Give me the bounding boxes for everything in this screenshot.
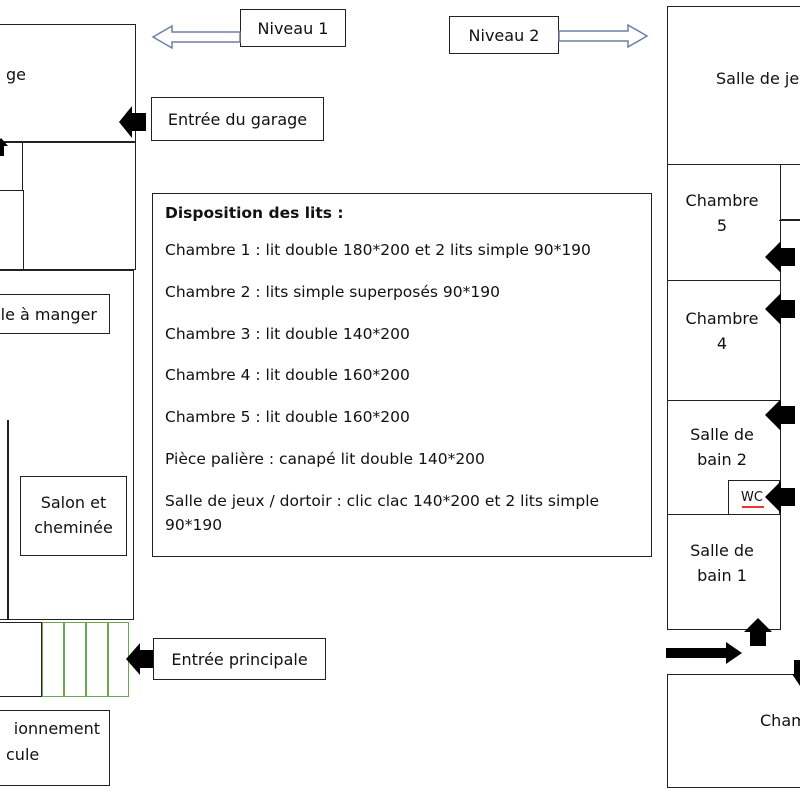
- dining-room-label: le à manger: [0, 294, 110, 334]
- niveau1-label: Niveau 1: [240, 9, 346, 47]
- main-entry-label: Entrée principale: [153, 638, 326, 680]
- garage-entry-arrow: [119, 106, 146, 138]
- bain1-room: [667, 514, 781, 630]
- niveau1-text: Niveau 1: [257, 18, 329, 38]
- chambre5-label: Chambre 5: [685, 191, 759, 235]
- niveau2-text: Niveau 2: [468, 25, 540, 45]
- chambre-bottom-label: Cham: [760, 710, 800, 730]
- garage-up-arrow: [0, 138, 8, 156]
- niveau2-pointer-arrow: [558, 23, 649, 49]
- legend-line-salle-de-jeux: Salle de jeux / dortoir : clic clac 140*…: [165, 491, 600, 534]
- chambre5-door-arrow: [765, 241, 795, 273]
- main-entry-text: Entrée principale: [171, 649, 308, 669]
- parking-line-1: ionnement: [13, 719, 100, 738]
- niveau2-label: Niveau 2: [449, 16, 559, 54]
- wc-label: WC: [741, 489, 763, 505]
- bain2-label: Salle de bain 2: [690, 425, 754, 469]
- main-entry-arrow: [126, 643, 153, 675]
- bain1-label: Salle de bain 1: [690, 541, 754, 585]
- legend-line-chambre5: Chambre 5 : lit double 160*200: [165, 408, 410, 427]
- legend-line-chambre4: Chambre 4 : lit double 160*200: [165, 366, 410, 385]
- game-room-label: Salle de je: [716, 68, 800, 88]
- living-partition: [7, 420, 9, 620]
- parking-line-2: cule: [6, 745, 40, 764]
- legend-line-chambre1: Chambre 1 : lit double 180*200 et 2 lits…: [165, 241, 591, 259]
- garage-entry-label: Entrée du garage: [151, 97, 324, 141]
- garage-entry-text: Entrée du garage: [167, 109, 308, 129]
- game-room: [667, 6, 800, 165]
- chambre4-room: [667, 280, 781, 401]
- garage-room: [0, 24, 136, 142]
- wc-underline: [742, 506, 764, 508]
- wc-door-arrow: [765, 481, 795, 513]
- salon-room: [20, 476, 127, 556]
- chambre4-label: Chambre 4: [685, 309, 759, 353]
- stairs-right-arrow: [666, 642, 742, 664]
- chambre-bottom-down-arrow: [792, 660, 800, 686]
- bed-layout-legend: Disposition des lits : Chambre 1 : lit d…: [152, 193, 652, 557]
- parking-label: ionnement cule: [0, 716, 100, 768]
- legend-line-chambre2: Chambre 2 : lits simple superposés 90*19…: [165, 282, 500, 301]
- parking-box: [0, 710, 110, 786]
- chambre4-door-arrow: [765, 293, 795, 325]
- stair-step: [64, 622, 86, 697]
- porch-area: [0, 622, 42, 697]
- hallway-inner-wall: [0, 190, 24, 270]
- stair-step: [86, 622, 108, 697]
- bain2-door-arrow: [765, 399, 795, 431]
- legend-line-piece-paliere: Pièce palière : canapé lit double 140*20…: [165, 449, 485, 468]
- legend-title: Disposition des lits :: [165, 204, 344, 222]
- salon-label: Salon et cheminée: [34, 493, 113, 537]
- stair-step: [42, 622, 64, 697]
- niveau1-pointer-arrow: [151, 24, 241, 50]
- corridor-wall: [779, 220, 800, 221]
- dining-room-text: le à manger: [0, 304, 97, 324]
- bain1-up-arrow: [744, 618, 772, 646]
- legend-line-chambre3: Chambre 3 : lit double 140*200: [165, 324, 410, 343]
- hallway-divider: [22, 142, 23, 190]
- garage-label: ge: [6, 64, 26, 84]
- chambre-bottom-room: [667, 674, 800, 788]
- landing-room: [780, 164, 800, 220]
